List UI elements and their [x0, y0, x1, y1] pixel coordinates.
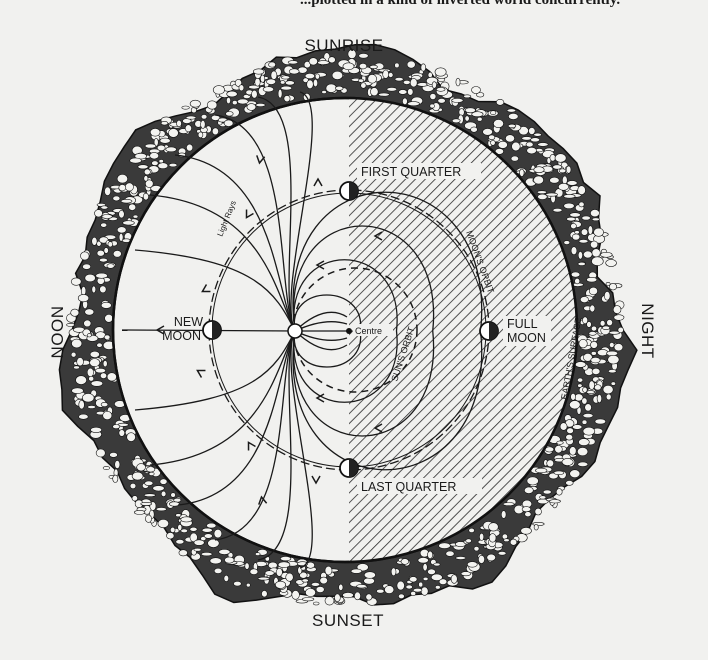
label-noon: NOON — [48, 306, 67, 359]
label-night: NIGHT — [638, 303, 657, 358]
label-first-quarter: FIRST QUARTER — [361, 165, 461, 179]
label-sunset: SUNSET — [312, 611, 384, 630]
label-new-moon-1: NEW — [174, 315, 203, 329]
sun — [287, 323, 303, 339]
label-centre: Centre — [355, 326, 382, 336]
label-sunrise: SUNRISE — [304, 36, 383, 55]
header-fragment: ...plotted in a kind of inverted world c… — [300, 0, 620, 8]
label-full-moon-2: MOON — [507, 331, 546, 345]
moon-full — [479, 321, 499, 341]
label-last-quarter: LAST QUARTER — [361, 480, 456, 494]
moon-last-quarter — [339, 458, 359, 478]
moon-new — [202, 320, 222, 340]
label-new-moon-2: MOON — [162, 329, 201, 343]
label-full-moon-1: FULL — [507, 317, 538, 331]
moon-first-quarter — [339, 181, 359, 201]
centre-point — [346, 328, 352, 334]
